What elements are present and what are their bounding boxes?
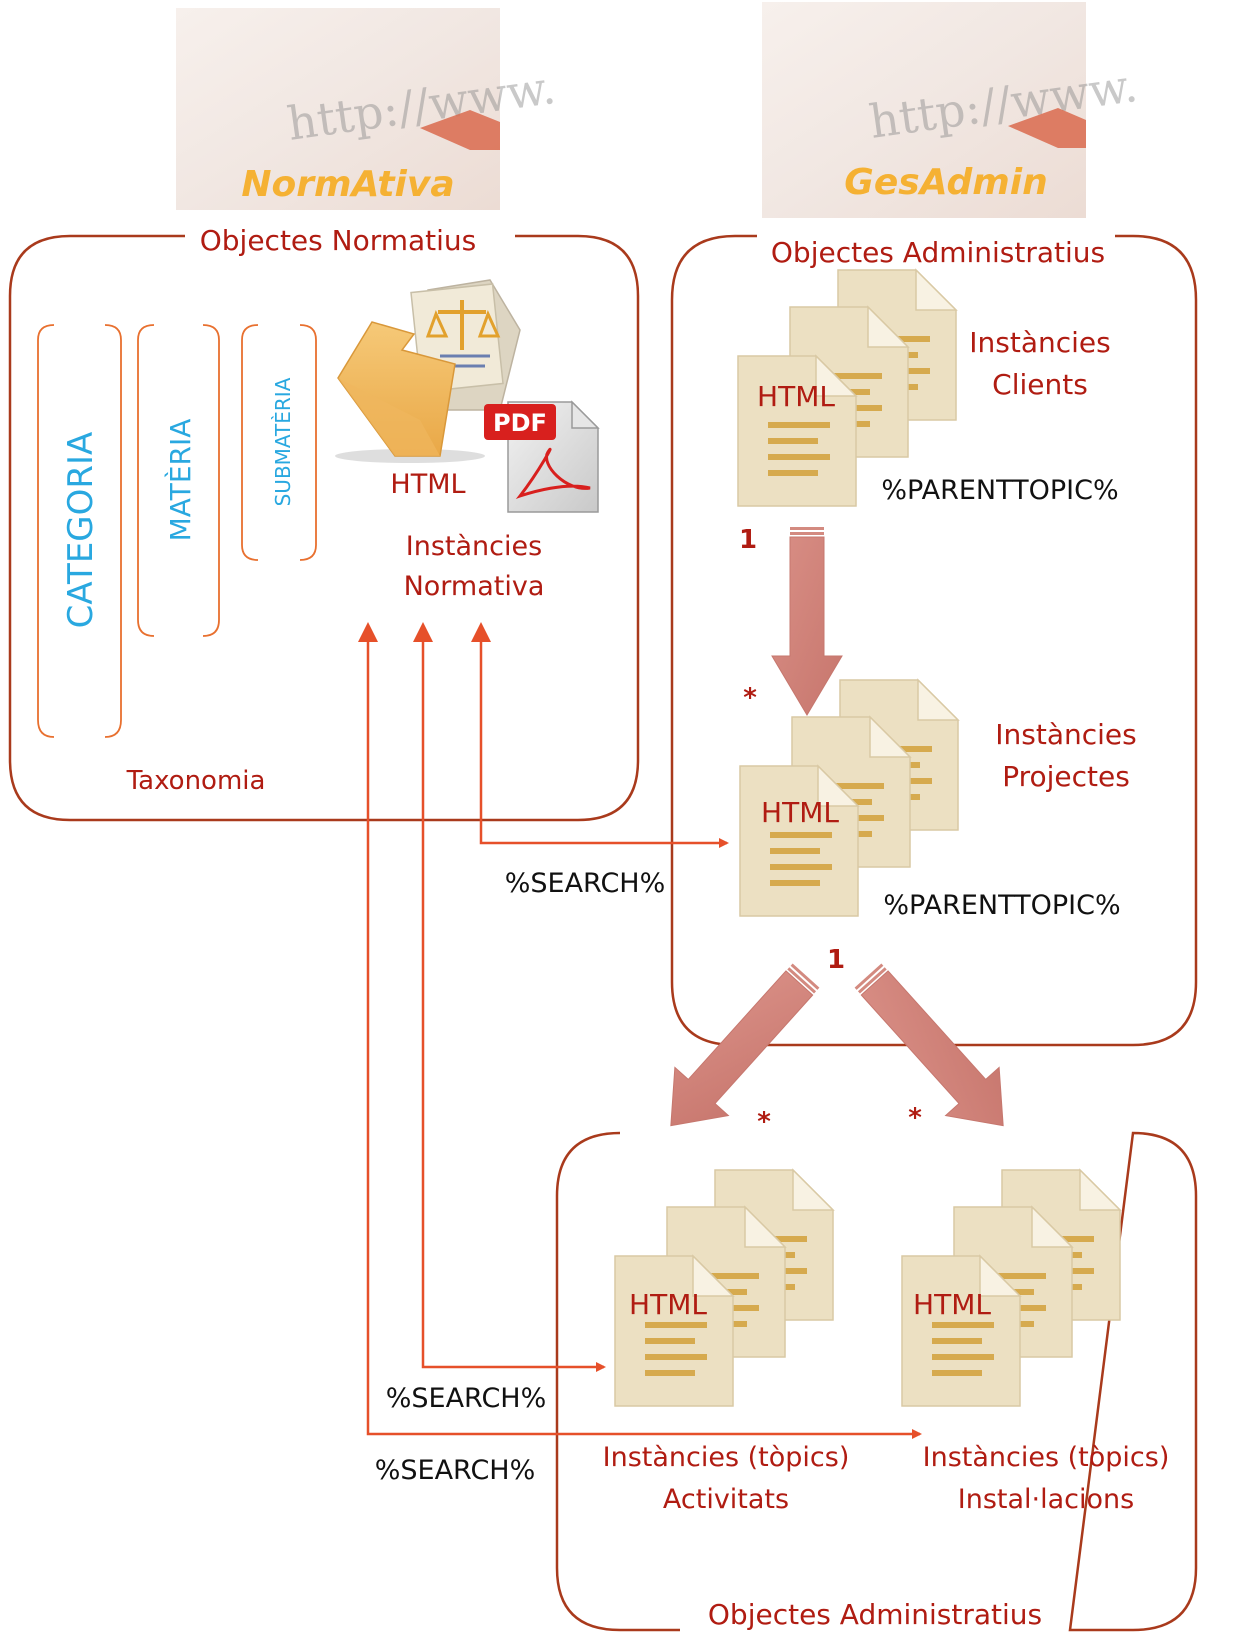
logo-normativa: http://www. NormAtiva	[176, 8, 559, 210]
taxonomy-label-materia: MATÈRIA	[163, 419, 197, 542]
taxonomy-label: Taxonomia	[126, 766, 266, 796]
taxonomy-submateria: SUBMATÈRIA	[241, 324, 317, 561]
admin-box-top-title: Objectes Administratius	[771, 236, 1105, 269]
taxonomy-label-submateria: SUBMATÈRIA	[271, 377, 295, 506]
installacions-line2: Instal·lacions	[958, 1484, 1134, 1515]
normativa-instances-line2: Normativa	[404, 571, 545, 602]
activitats-line2: Activitats	[663, 1484, 789, 1515]
normativa-box-title: Objectes Normatius	[200, 224, 477, 257]
normativa-html-label: HTML	[390, 469, 465, 500]
normativa-instances-line1: Instàncies	[406, 531, 542, 562]
multiplicity-many-left: *	[757, 1107, 771, 1137]
activitats-html-label: HTML	[629, 1288, 707, 1321]
logo-gesadmin: http://www. GesAdmin	[762, 2, 1141, 218]
fat-arrow-icon	[771, 527, 843, 716]
normativa-logo-name: NormAtiva	[241, 164, 454, 205]
clients-html-label: HTML	[757, 380, 835, 413]
folder-icon	[335, 321, 485, 463]
web-banner-icon	[176, 8, 500, 210]
taxonomy-categoria: CATEGORIA	[37, 324, 122, 738]
normativa-box	[8, 234, 640, 822]
multiplicity-one-bottom: 1	[827, 945, 845, 975]
projectes-line1: Instàncies	[995, 718, 1136, 751]
gesadmin-logo-name: GesAdmin	[844, 162, 1047, 203]
projectes-parenttopic: %PARENTTOPIC%	[883, 890, 1120, 921]
multiplicity-many-right: *	[908, 1103, 922, 1133]
admin-box-bottom	[555, 1131, 1198, 1632]
search-connector-installacions	[358, 622, 922, 1439]
taxonomy-label-categoria: CATEGORIA	[61, 432, 101, 629]
admin-box-bottom-title: Objectes Administratius	[708, 1598, 1042, 1631]
search-connector-activitats	[413, 622, 606, 1372]
search-label-activitats: %SEARCH%	[386, 1383, 547, 1414]
projectes-html-label: HTML	[761, 796, 839, 829]
search-label-installacions: %SEARCH%	[375, 1455, 536, 1486]
fat-arrow-icon	[854, 963, 1004, 1127]
multiplicity-many-top: *	[743, 683, 757, 713]
clients-parenttopic: %PARENTTOPIC%	[881, 475, 1118, 506]
activitats-line1: Instàncies (tòpics)	[603, 1442, 850, 1473]
clients-line2: Clients	[992, 368, 1088, 401]
projectes-line2: Projectes	[1002, 760, 1130, 793]
pdf-icon: PDF	[484, 400, 600, 513]
multiplicity-one-top: 1	[739, 525, 757, 555]
search-label-projectes: %SEARCH%	[505, 868, 666, 899]
fat-arrow-icon	[670, 963, 820, 1127]
pdf-label: PDF	[493, 409, 547, 437]
taxonomy-materia: MATÈRIA	[137, 324, 220, 637]
installacions-html-label: HTML	[913, 1288, 991, 1321]
installacions-line1: Instàncies (tòpics)	[923, 1442, 1170, 1473]
web-banner-icon	[762, 2, 1086, 218]
clients-line1: Instàncies	[969, 326, 1110, 359]
search-connector-projectes	[471, 622, 729, 848]
